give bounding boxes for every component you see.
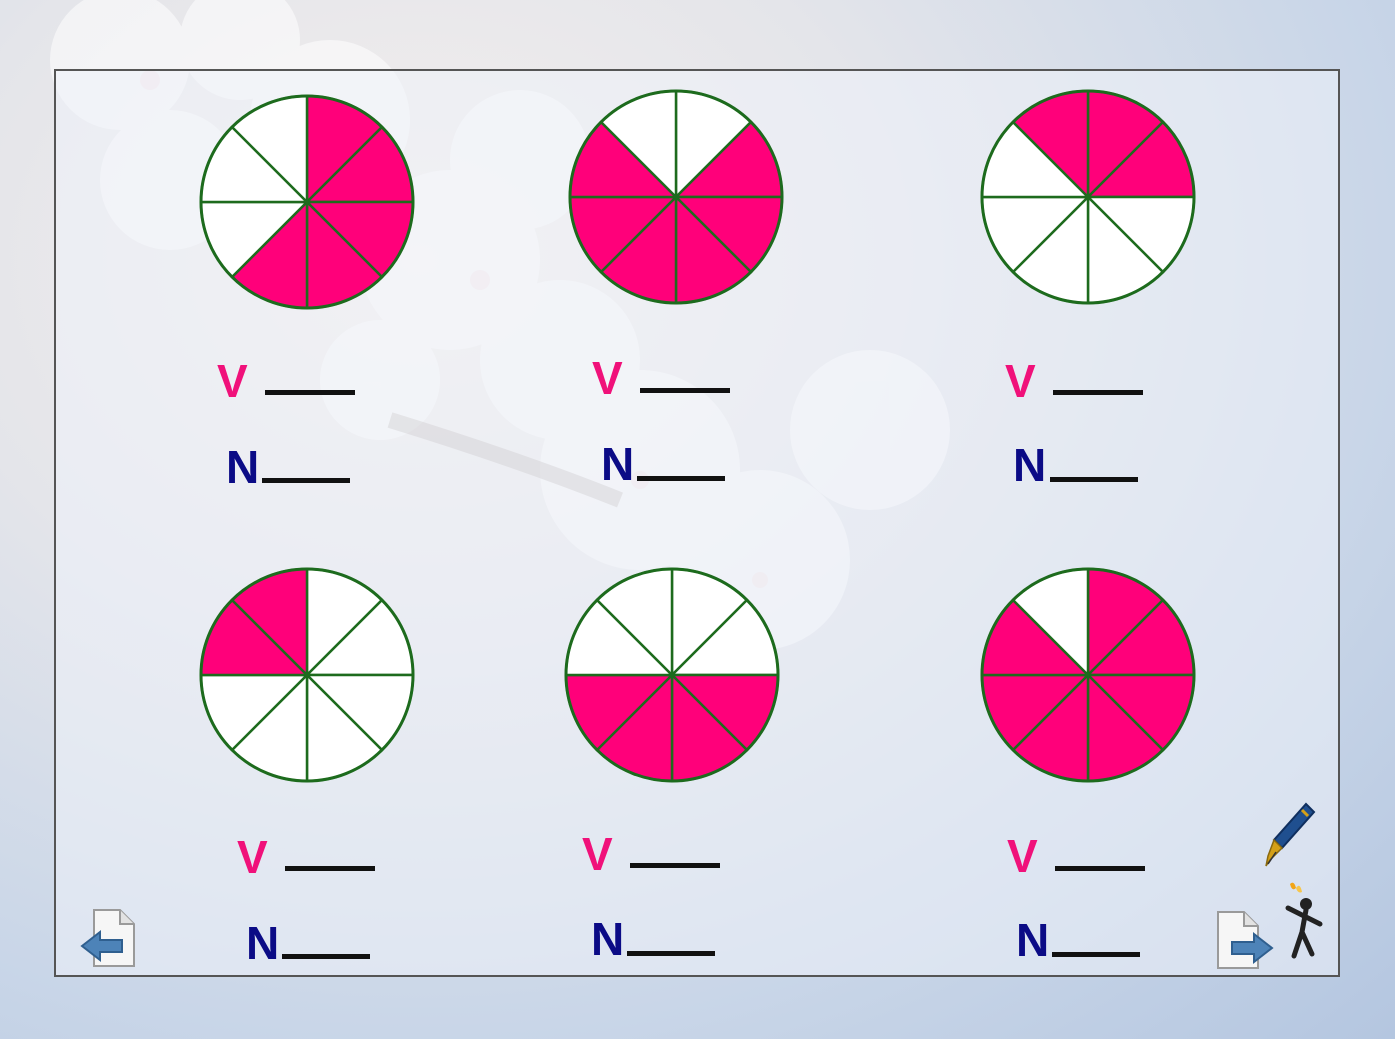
vowel-blank-6[interactable] xyxy=(1055,866,1145,871)
fraction-circle-6 xyxy=(978,565,1198,785)
vowel-label-2: V xyxy=(592,352,623,404)
fraction-circle-4 xyxy=(197,565,417,785)
vowel-blank-3[interactable] xyxy=(1053,390,1143,395)
n-blank-3[interactable] xyxy=(1050,477,1138,482)
pie-2-svg xyxy=(568,89,784,305)
n-blank-4[interactable] xyxy=(282,954,370,959)
vowel-blank-5[interactable] xyxy=(630,863,720,868)
pie-1-outline xyxy=(199,94,415,310)
pie-3-svg xyxy=(980,89,1196,305)
pie-5-outline xyxy=(564,567,780,783)
pie-6-svg xyxy=(980,567,1196,783)
fountain-pen-icon[interactable] xyxy=(1262,800,1316,875)
back-arrow-page-icon[interactable] xyxy=(80,906,138,975)
n-label-3: N xyxy=(1013,439,1047,491)
n-blank-5[interactable] xyxy=(627,951,715,956)
fraction-circle-1 xyxy=(197,92,417,312)
pie-6-outline xyxy=(980,567,1196,783)
n-label-2: N xyxy=(601,438,635,490)
vowel-label-3: V xyxy=(1005,355,1036,407)
pie-5-svg xyxy=(564,567,780,783)
vowel-label-6: V xyxy=(1007,830,1038,882)
pie-3-outline xyxy=(980,89,1196,305)
pie-1-svg xyxy=(199,94,415,310)
n-blank-6[interactable] xyxy=(1052,952,1140,957)
vowel-label-5: V xyxy=(582,828,613,880)
vowel-blank-4[interactable] xyxy=(285,866,375,871)
vowel-label-4: V xyxy=(237,831,268,883)
forward-arrow-page-icon[interactable] xyxy=(1214,908,1274,977)
n-label-6: N xyxy=(1016,914,1050,966)
fraction-circle-5 xyxy=(562,565,782,785)
vowel-blank-2[interactable] xyxy=(640,388,730,393)
n-label-4: N xyxy=(246,917,280,969)
n-label-1: N xyxy=(226,441,260,493)
vowel-blank-1[interactable] xyxy=(265,390,355,395)
pie-2-outline xyxy=(568,89,784,305)
n-blank-2[interactable] xyxy=(637,476,725,481)
fraction-circle-2 xyxy=(566,87,786,307)
fraction-circle-3 xyxy=(978,87,1198,307)
pie-4-svg xyxy=(199,567,415,783)
running-figure-icon xyxy=(1280,880,1326,967)
n-label-5: N xyxy=(591,913,625,965)
n-blank-1[interactable] xyxy=(262,478,350,483)
vowel-label-1: V xyxy=(217,355,248,407)
pie-4-outline xyxy=(199,567,415,783)
